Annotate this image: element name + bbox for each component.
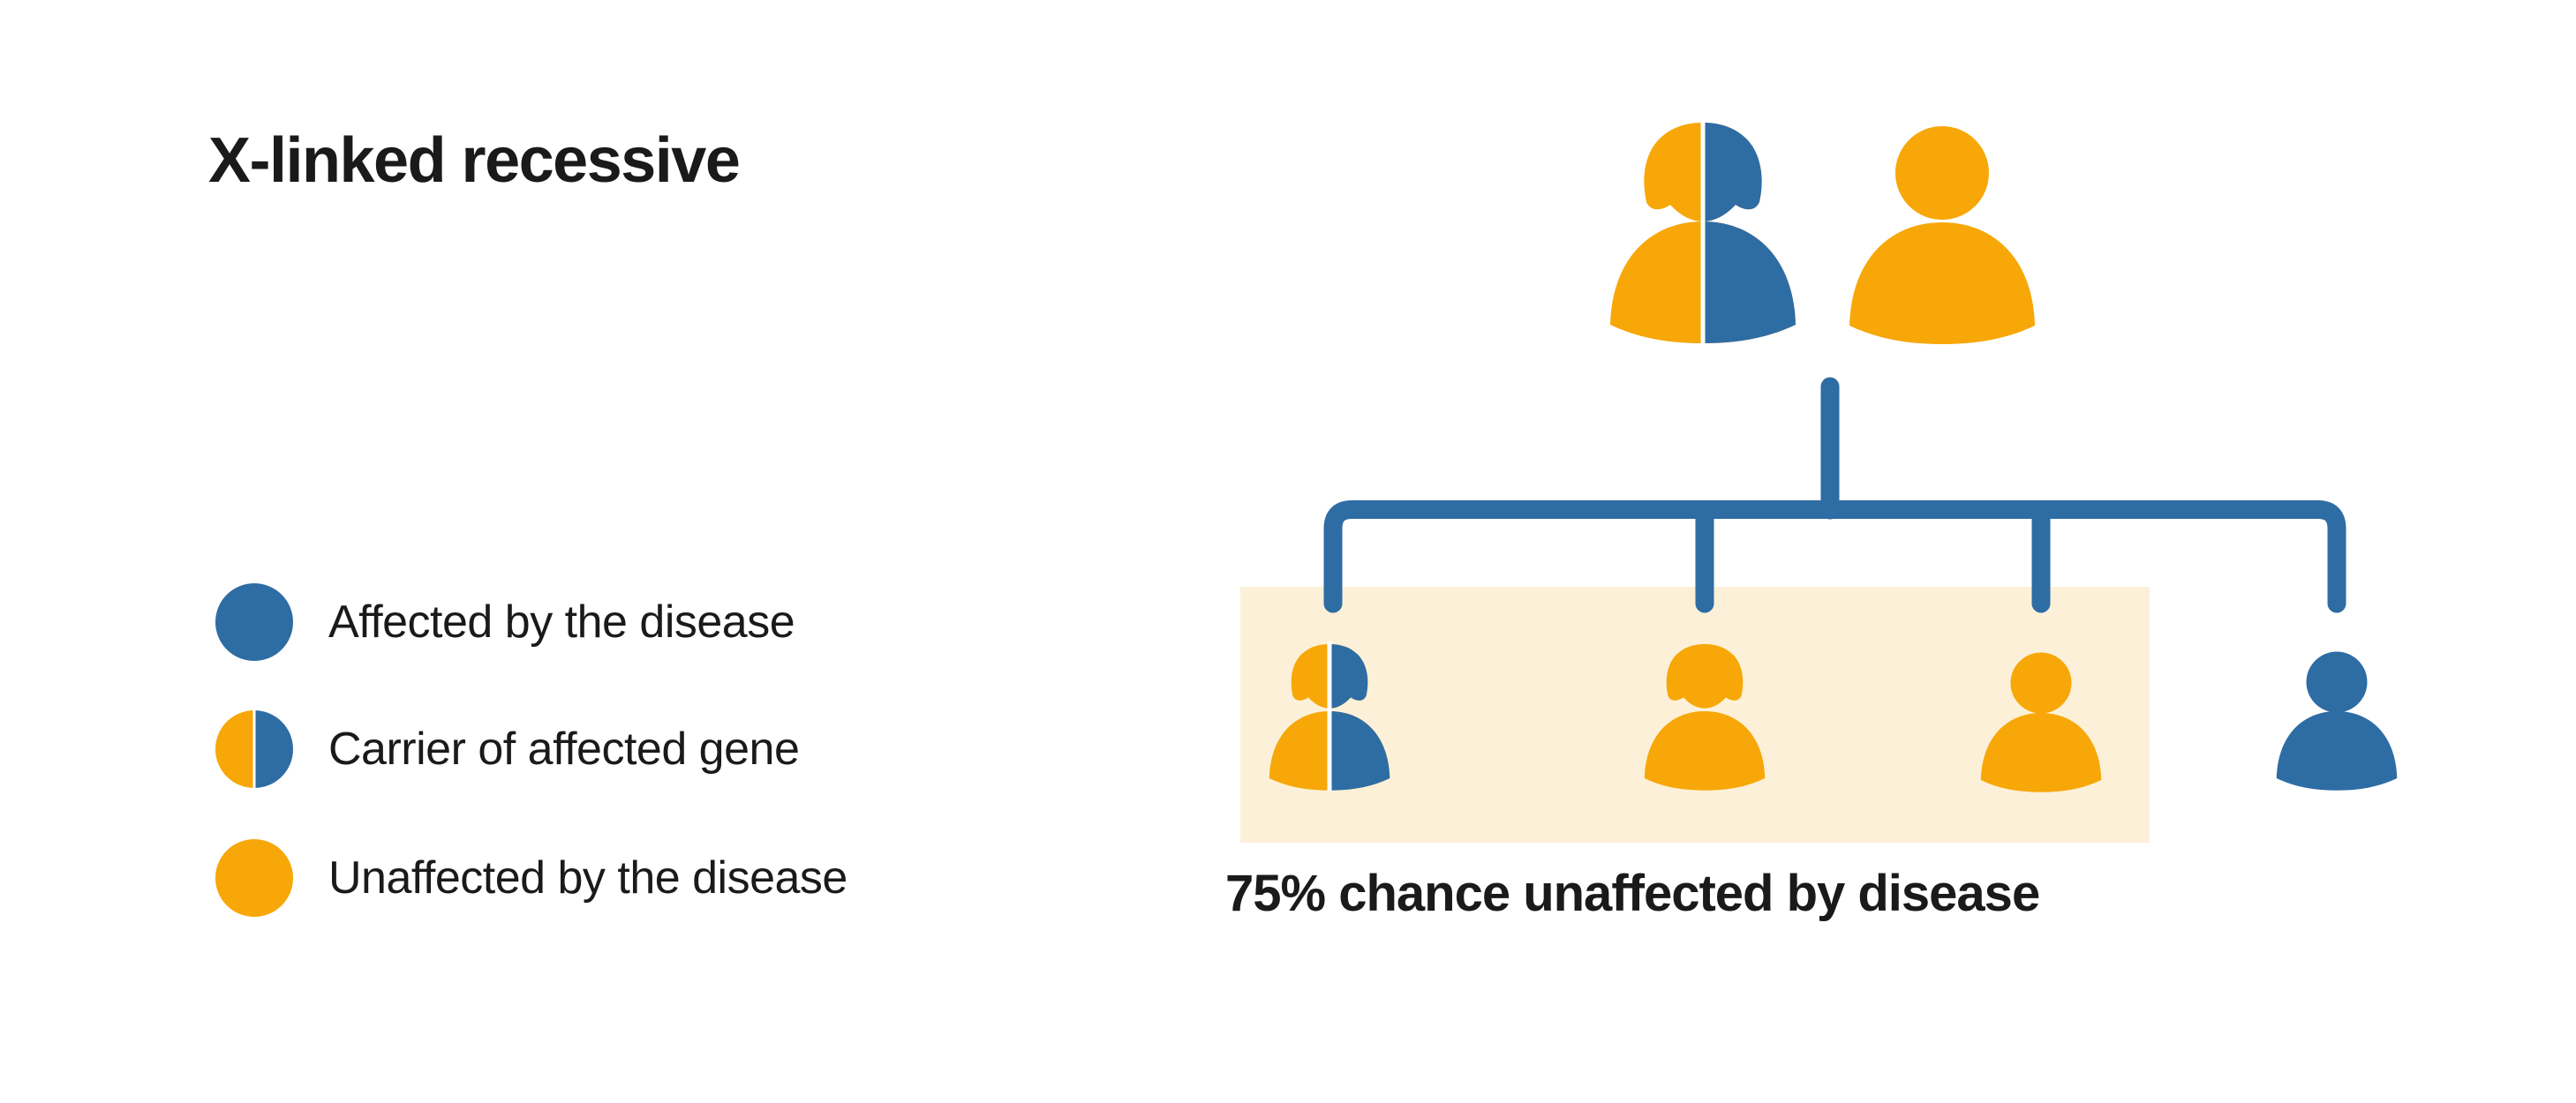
father-unaffected-icon: [1849, 126, 2035, 344]
child-1-carrier-icon: [1269, 642, 1390, 792]
child-4-affected-icon: [2276, 651, 2398, 791]
legend-item-unaffected: Unaffected by the disease: [215, 839, 847, 917]
affected-swatch-icon: [215, 583, 293, 661]
legend-label-affected: Affected by the disease: [328, 597, 795, 648]
probability-caption: 75% chance unaffected by disease: [1225, 865, 2040, 922]
mother-carrier-icon: [1610, 120, 1796, 346]
page-title: X-linked recessive: [208, 125, 741, 196]
legend-label-carrier: Carrier of affected gene: [328, 724, 800, 775]
carrier-divider-line: [1327, 642, 1332, 792]
carrier-divider-line: [1700, 120, 1706, 346]
child-3-unaffected-icon: [1980, 652, 2102, 792]
legend-item-carrier: Carrier of affected gene: [215, 710, 800, 788]
carrier-swatch-icon: [215, 710, 293, 788]
unaffected-swatch-icon: [215, 839, 293, 917]
legend-label-unaffected: Unaffected by the disease: [328, 852, 847, 904]
connector-lines: [1323, 377, 2346, 613]
legend-item-affected: Affected by the disease: [215, 583, 795, 661]
sibling-bracket-line: [1323, 500, 2346, 613]
